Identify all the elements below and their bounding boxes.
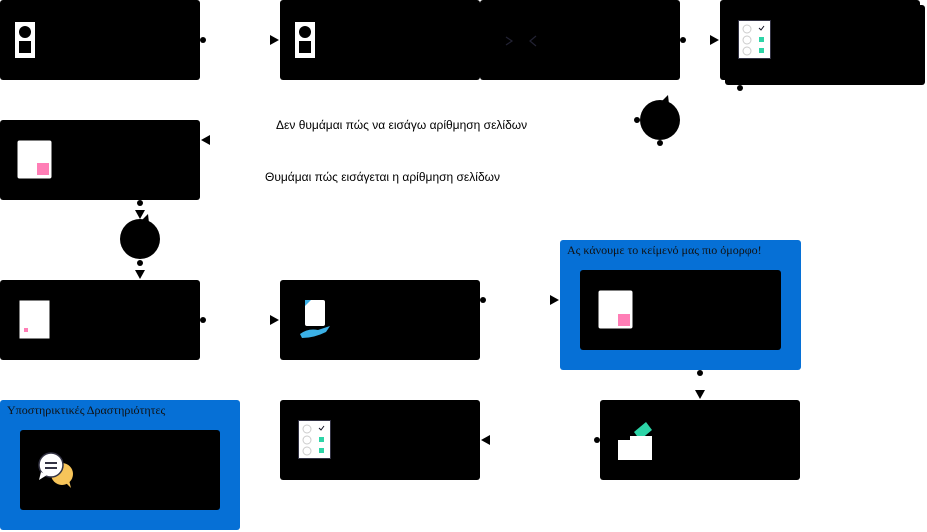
group-support: Υποστηρικτικές Δραστηριότητες <box>0 400 240 530</box>
chevrons-icon <box>505 35 537 47</box>
document-icon <box>19 300 50 339</box>
ballot-box-icon <box>618 422 652 460</box>
edge-label-no: Δεν θυμάμαι πώς να εισάγω αρίθμηση σελίδ… <box>276 118 528 132</box>
node-page-number[interactable] <box>0 120 200 200</box>
hand-document-icon <box>300 300 330 338</box>
page-icon <box>17 140 52 179</box>
node-quiz[interactable] <box>720 0 920 80</box>
node-people[interactable] <box>280 0 480 80</box>
checklist-icon <box>298 420 331 459</box>
node-start[interactable] <box>0 0 200 80</box>
node-hand-document[interactable] <box>280 280 480 360</box>
group-title-beautify: Ας κάνουμε το κείμενό μας πιο όμορφο! <box>567 243 762 257</box>
node-format-page[interactable] <box>580 270 781 350</box>
decision-node-1[interactable] <box>638 93 682 143</box>
people-icon <box>295 22 331 58</box>
node-discussion[interactable] <box>20 430 220 510</box>
edge-label-yes: Θυμάμαι πώς εισάγεται η αρίθμηση σελίδων <box>265 170 500 184</box>
node-code[interactable] <box>480 0 680 80</box>
node-ballot[interactable] <box>600 400 800 480</box>
checklist-icon <box>738 20 771 59</box>
group-beautify: Ας κάνουμε το κείμενό μας πιο όμορφο! <box>560 240 801 370</box>
page-icon <box>598 290 633 329</box>
node-quiz-2[interactable] <box>280 400 480 480</box>
chat-bubbles-icon <box>38 452 73 488</box>
node-document[interactable] <box>0 280 200 360</box>
people-icon <box>15 22 51 58</box>
decision-node-2[interactable] <box>118 212 162 262</box>
group-title-support: Υποστηρικτικές Δραστηριότητες <box>7 403 166 417</box>
